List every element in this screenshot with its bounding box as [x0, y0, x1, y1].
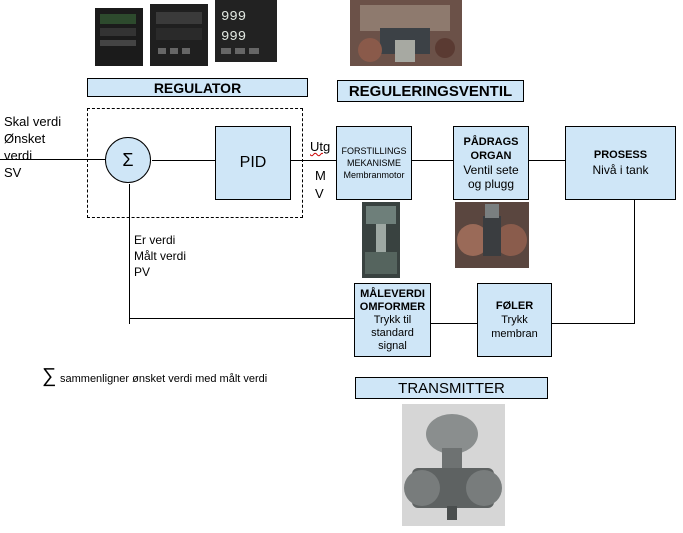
- legend-text: sammenligner ønsket verdi med målt verdi: [60, 373, 268, 385]
- final-element-sub-2: og plugg: [467, 177, 515, 191]
- converter-title-1: MÅLEVERDI: [360, 287, 425, 300]
- regulator-frame: [87, 108, 303, 218]
- sensor-sub-2: membran: [491, 328, 538, 340]
- valve-seat-photo: [455, 202, 529, 268]
- actuator-block: FORSTILLINGS MEKANISME Membranmotor: [336, 126, 412, 200]
- final-element-title-1: PÅDRAGS: [463, 136, 519, 148]
- process-to-sensor-line: [552, 323, 635, 324]
- pid-block: PID: [215, 126, 291, 200]
- sum-to-pid-line: [152, 160, 216, 161]
- valve-header: REGULERINGSVENTIL: [337, 80, 524, 102]
- setpoint-label-1: Skal verdi: [4, 114, 62, 129]
- regulator-header: REGULATOR: [87, 78, 308, 97]
- measured-label-1: Er verdi: [134, 233, 176, 247]
- sum-junction: Σ: [105, 137, 151, 183]
- actuator-title-2: MEKANISME: [346, 158, 401, 168]
- converter-sub-3: signal: [378, 339, 407, 352]
- setpoint-label-3: verdi: [4, 148, 33, 163]
- sensor-title: FØLER: [495, 300, 534, 312]
- sum-symbol: Σ: [122, 149, 134, 170]
- final-element-sub-1: Ventil sete: [463, 163, 519, 177]
- setpoint-line: [0, 159, 106, 160]
- sensor-block: FØLER Trykk membran: [477, 283, 552, 357]
- membrane-motor-photo: [362, 202, 400, 278]
- process-block: PROSESS Nivå i tank: [565, 126, 676, 200]
- controller-units-photo: 999 999: [95, 0, 277, 66]
- actuator-to-valve-line: [412, 160, 454, 161]
- sensor-sub-1: Trykk: [501, 314, 528, 326]
- transmitter-header: TRANSMITTER: [355, 377, 548, 399]
- measured-label-3: PV: [134, 265, 151, 279]
- pid-label: PID: [239, 154, 267, 171]
- process-title: PROSESS: [593, 149, 648, 161]
- converter-sub-2: standard: [371, 326, 414, 339]
- pid-to-actuator-line: [290, 160, 337, 161]
- process-down-line: [634, 196, 635, 324]
- control-valve-photo: [350, 0, 462, 66]
- feedback-line: [129, 184, 130, 324]
- measured-label-2: Målt verdi: [134, 249, 187, 263]
- final-element-title-2: ORGAN: [470, 150, 512, 162]
- final-element-block: PÅDRAGS ORGAN Ventil sete og plugg: [453, 126, 529, 200]
- svg-text:999: 999: [221, 29, 246, 45]
- pressure-transmitter-photo: [402, 404, 505, 526]
- process-sub: Nivå i tank: [592, 163, 649, 177]
- converter-title-2: OMFORMER: [359, 300, 426, 313]
- legend-symbol: ∑: [42, 365, 57, 387]
- output-label-m: M: [315, 168, 326, 183]
- setpoint-label-2: Ønsket: [4, 131, 46, 146]
- converter-sub-1: Trykk til: [373, 313, 412, 326]
- setpoint-label-4: SV: [4, 165, 22, 180]
- output-label-utg: Utg: [310, 139, 331, 154]
- converter-to-feedback-line: [129, 318, 354, 319]
- valve-to-process-line: [529, 160, 566, 161]
- sensor-to-converter-line: [431, 323, 478, 324]
- actuator-title-1: FORSTILLINGS: [341, 146, 407, 156]
- output-label-v: V: [315, 186, 324, 201]
- actuator-sub: Membranmotor: [343, 170, 405, 180]
- converter-block: MÅLEVERDI OMFORMER Trykk til standard si…: [354, 283, 431, 357]
- svg-text:999: 999: [221, 9, 246, 25]
